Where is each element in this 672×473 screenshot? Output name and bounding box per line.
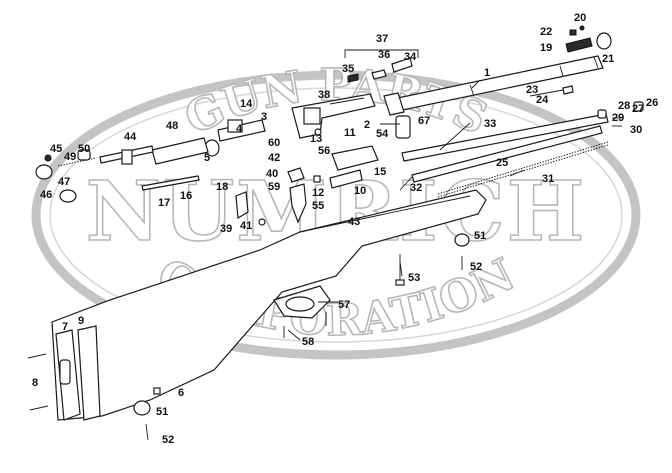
part-label: 55 xyxy=(312,200,324,212)
part-label: 53 xyxy=(408,272,420,284)
part-label: 49 xyxy=(64,151,76,163)
part-label: 54 xyxy=(376,128,389,140)
part-label: 40 xyxy=(266,168,278,180)
part-label: 37 xyxy=(376,33,388,45)
part-label: 50 xyxy=(78,143,90,155)
trigger-housing xyxy=(329,145,379,189)
part-label: 22 xyxy=(540,26,552,38)
part-label: 10 xyxy=(354,185,366,197)
magazine-tube xyxy=(401,113,609,183)
part-label: 24 xyxy=(536,94,549,106)
part-label: 8 xyxy=(32,377,38,389)
part-label: 16 xyxy=(180,190,192,202)
part-label: 23 xyxy=(526,84,538,96)
part-label: 67 xyxy=(418,115,430,127)
part-label: 48 xyxy=(166,120,178,132)
scope-mount xyxy=(344,49,419,83)
part-labels: 1 2 3 4 5 6 7 8 9 10 11 12 13 14 15 16 1… xyxy=(32,12,658,446)
part-label: 2 xyxy=(364,119,370,131)
part-label: 34 xyxy=(404,51,417,63)
part-label: 42 xyxy=(268,152,280,164)
part-label: 52 xyxy=(470,261,482,273)
part-label: 12 xyxy=(312,187,324,199)
part-label: 29 xyxy=(612,112,624,124)
part-label: 51 xyxy=(474,230,486,242)
part-label: 30 xyxy=(630,124,642,136)
part-label: 27 xyxy=(632,103,644,115)
part-label: 58 xyxy=(302,336,314,348)
receiver xyxy=(291,93,376,139)
part-label: 25 xyxy=(496,157,508,169)
part-label: 9 xyxy=(78,315,84,327)
part-label: 20 xyxy=(574,12,586,24)
part-label: 28 xyxy=(618,100,630,112)
part-label: 57 xyxy=(338,299,350,311)
part-label: 59 xyxy=(268,181,280,193)
part-label: 41 xyxy=(240,220,252,232)
part-label: 21 xyxy=(602,53,614,65)
part-label: 38 xyxy=(318,89,330,101)
watermark-ellipse xyxy=(31,70,641,360)
bolt xyxy=(99,119,266,165)
watermark-inner-ellipse xyxy=(49,87,623,343)
part-label: 3 xyxy=(261,111,267,123)
parts-drawing xyxy=(27,25,644,441)
trigger-parts xyxy=(141,128,322,226)
part-label: 39 xyxy=(220,223,232,235)
part-label: 44 xyxy=(124,131,137,143)
buttplate xyxy=(55,325,101,421)
barrel xyxy=(383,55,604,116)
part-label: 1 xyxy=(484,67,490,79)
part-label: 46 xyxy=(40,189,52,201)
part-label: 33 xyxy=(484,118,496,130)
part-label: 14 xyxy=(240,98,253,110)
part-label: 5 xyxy=(204,152,210,164)
stock xyxy=(51,189,487,421)
part-label: 45 xyxy=(50,143,62,155)
part-label: 31 xyxy=(542,173,554,185)
leader-lines xyxy=(287,79,564,341)
part-label: 18 xyxy=(216,181,228,193)
part-label: 11 xyxy=(344,127,356,139)
part-label: 51 xyxy=(156,406,168,418)
screws-and-swivels xyxy=(27,233,470,441)
part-label: 7 xyxy=(62,321,68,333)
part-label: 19 xyxy=(540,42,552,54)
part-label: 52 xyxy=(162,434,174,446)
part-label: 17 xyxy=(158,197,170,209)
firing-pin-parts xyxy=(35,149,97,203)
part-label: 47 xyxy=(58,176,70,188)
part-label: 4 xyxy=(236,123,243,135)
part-label: 60 xyxy=(268,137,280,149)
part-label: 26 xyxy=(646,97,658,109)
part-label: 6 xyxy=(178,387,184,399)
part-label: 15 xyxy=(374,166,386,178)
part-label: 32 xyxy=(410,182,422,194)
part-label: 36 xyxy=(378,49,390,61)
part-label: 13 xyxy=(310,133,322,145)
part-label: 43 xyxy=(348,216,360,228)
part-label: 56 xyxy=(318,145,330,157)
part-label: 35 xyxy=(342,63,354,75)
rear-sight xyxy=(565,25,612,53)
